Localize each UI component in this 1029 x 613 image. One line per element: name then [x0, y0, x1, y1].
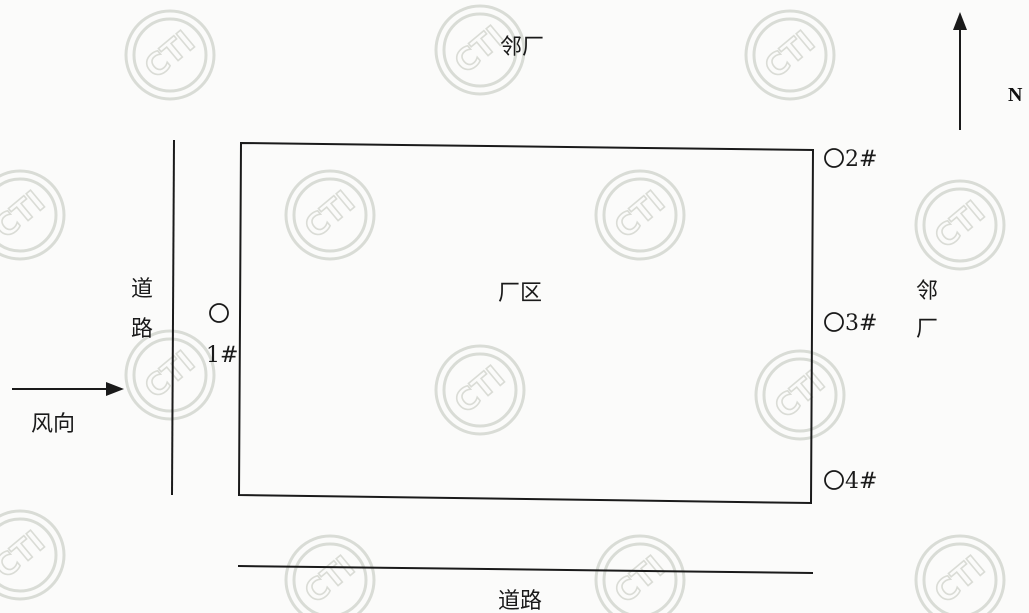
- watermark-seal: CTI: [914, 179, 1006, 271]
- svg-text:CTI: CTI: [928, 194, 992, 255]
- point-marker-3: [824, 312, 844, 332]
- south-road-label: 道路: [498, 589, 542, 613]
- wind-direction-label: 风向: [31, 412, 75, 437]
- plant-boundary: [237, 141, 815, 505]
- watermark-seal: CTI: [744, 9, 836, 101]
- point-marker-2: [824, 148, 844, 168]
- point-label-1: 1#: [206, 343, 238, 368]
- point-label-3: 3#: [845, 311, 877, 336]
- svg-text:CTI: CTI: [608, 184, 672, 245]
- svg-text:CTI: CTI: [0, 524, 52, 585]
- point-marker-4: [824, 470, 844, 490]
- watermark-seal: CTI: [124, 329, 216, 421]
- north-arrow: [953, 12, 967, 130]
- watermark-seal: CTI: [754, 349, 846, 441]
- svg-text:CTI: CTI: [138, 24, 202, 85]
- watermark-seal: CTI: [284, 534, 376, 613]
- west-road-line: [171, 139, 175, 496]
- watermark-seal: CTI: [124, 9, 216, 101]
- west-road-label-2: 路: [131, 317, 153, 342]
- watermark-seal: CTI: [0, 169, 66, 261]
- svg-text:CTI: CTI: [298, 184, 362, 245]
- watermark-seal: CTI: [284, 169, 376, 261]
- west-road-label-1: 道: [131, 277, 153, 302]
- wind-arrow: [12, 382, 124, 396]
- watermark-seal: CTI: [914, 534, 1006, 613]
- point-label-4: 4#: [845, 469, 877, 494]
- monitoring-point-1: 1#: [206, 303, 238, 368]
- svg-text:CTI: CTI: [928, 549, 992, 610]
- svg-text:CTI: CTI: [0, 184, 52, 245]
- svg-text:CTI: CTI: [298, 549, 362, 610]
- point-label-2: 2#: [845, 147, 877, 172]
- north-neighbor-label: 邻厂: [500, 35, 544, 60]
- watermark-seal: CTI: [434, 344, 526, 436]
- svg-text:CTI: CTI: [758, 24, 822, 85]
- svg-text:CTI: CTI: [608, 549, 672, 610]
- svg-text:CTI: CTI: [768, 364, 832, 425]
- monitoring-point-2: 2#: [824, 147, 877, 172]
- svg-text:CTI: CTI: [448, 359, 512, 420]
- watermark-seal: CTI: [594, 169, 686, 261]
- monitoring-point-4: 4#: [824, 469, 877, 494]
- south-road-line: [237, 565, 814, 574]
- point-marker-1: [209, 303, 229, 323]
- east-neighbor-label-2: 厂: [916, 317, 938, 342]
- plant-area-label: 厂区: [498, 281, 542, 306]
- watermark-seal: CTI: [594, 534, 686, 613]
- east-neighbor-label-1: 邻: [916, 279, 938, 304]
- watermark-seal: CTI: [0, 509, 66, 601]
- svg-text:CTI: CTI: [138, 344, 202, 405]
- monitoring-point-3: 3#: [824, 311, 877, 336]
- north-label: N: [1008, 84, 1023, 106]
